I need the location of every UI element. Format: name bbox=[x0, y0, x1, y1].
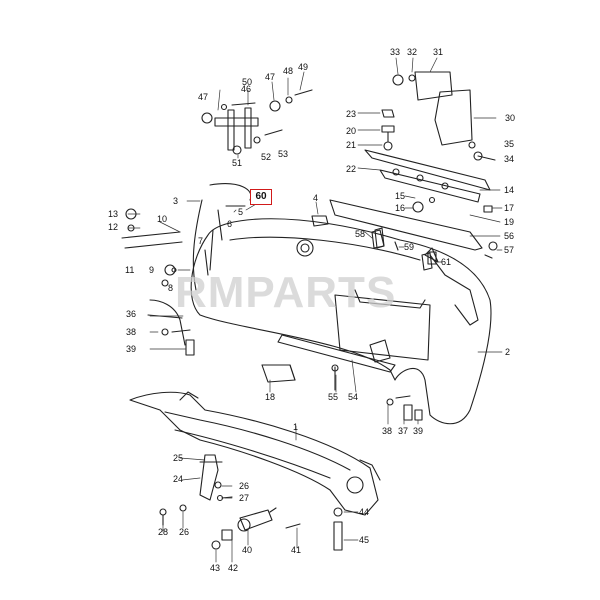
label-24: 24 bbox=[173, 474, 184, 484]
label-23: 23 bbox=[346, 109, 357, 119]
label-34: 34 bbox=[504, 154, 515, 164]
label-58: 58 bbox=[355, 229, 366, 239]
label-25: 25 bbox=[173, 453, 184, 463]
label-42: 42 bbox=[228, 563, 239, 573]
label-43: 43 bbox=[210, 563, 221, 573]
watermark-logo: RMPARTS bbox=[175, 268, 397, 317]
label-36: 36 bbox=[126, 309, 137, 319]
label-12: 12 bbox=[108, 222, 119, 232]
label-7: 7 bbox=[198, 236, 204, 246]
label-33: 33 bbox=[390, 47, 401, 57]
label-30: 30 bbox=[505, 113, 516, 123]
label-49: 49 bbox=[298, 62, 309, 72]
label-55: 55 bbox=[328, 392, 339, 402]
label-16: 16 bbox=[395, 203, 406, 213]
label-54: 54 bbox=[348, 392, 359, 402]
label-47-b: 47 bbox=[265, 72, 276, 82]
label-47-a: 47 bbox=[198, 92, 209, 102]
label-38-b: 38 bbox=[382, 426, 393, 436]
label-10: 10 bbox=[157, 214, 168, 224]
label-14: 14 bbox=[504, 185, 515, 195]
label-56: 56 bbox=[504, 231, 515, 241]
label-1: 1 bbox=[293, 422, 299, 432]
label-9: 9 bbox=[149, 265, 155, 275]
label-51: 51 bbox=[232, 158, 243, 168]
label-3: 3 bbox=[173, 196, 179, 206]
label-20: 20 bbox=[346, 126, 357, 136]
label-57: 57 bbox=[504, 245, 515, 255]
label-26-a: 26 bbox=[239, 481, 250, 491]
label-27: 27 bbox=[239, 493, 250, 503]
label-37: 37 bbox=[398, 426, 409, 436]
highlighted-part-callout[interactable]: 60 bbox=[250, 189, 272, 205]
bracket-plate bbox=[214, 117, 259, 127]
label-48: 48 bbox=[283, 66, 294, 76]
label-52: 52 bbox=[261, 152, 272, 162]
label-35: 35 bbox=[504, 139, 515, 149]
label-31: 31 bbox=[433, 47, 444, 57]
label-41: 41 bbox=[291, 545, 302, 555]
label-26-b: 26 bbox=[179, 527, 190, 537]
label-13: 13 bbox=[108, 209, 119, 219]
label-46: 46 bbox=[241, 84, 252, 94]
label-45: 45 bbox=[359, 535, 370, 545]
label-50: 50 bbox=[242, 77, 253, 87]
label-39-a: 39 bbox=[126, 344, 137, 354]
label-19: 19 bbox=[504, 217, 515, 227]
rear-panel bbox=[190, 218, 492, 425]
label-2: 2 bbox=[505, 347, 511, 357]
label-44: 44 bbox=[359, 507, 370, 517]
label-39-b: 39 bbox=[413, 426, 424, 436]
label-17: 17 bbox=[504, 203, 515, 213]
carrier-beam bbox=[129, 391, 379, 516]
label-53: 53 bbox=[278, 149, 289, 159]
label-8: 8 bbox=[168, 283, 174, 293]
label-22: 22 bbox=[346, 164, 357, 174]
label-21: 21 bbox=[346, 140, 357, 150]
label-5: 5 bbox=[238, 207, 244, 217]
label-4: 4 bbox=[313, 193, 319, 203]
label-38-a: 38 bbox=[126, 327, 137, 337]
label-15: 15 bbox=[395, 191, 406, 201]
label-11: 11 bbox=[125, 265, 135, 275]
label-40: 40 bbox=[242, 545, 253, 555]
label-32: 32 bbox=[407, 47, 418, 57]
label-59: 59 bbox=[404, 242, 415, 252]
label-18: 18 bbox=[265, 392, 276, 402]
label-61: 61 bbox=[441, 257, 452, 267]
label-28: 28 bbox=[158, 527, 169, 537]
label-6: 6 bbox=[227, 219, 233, 229]
